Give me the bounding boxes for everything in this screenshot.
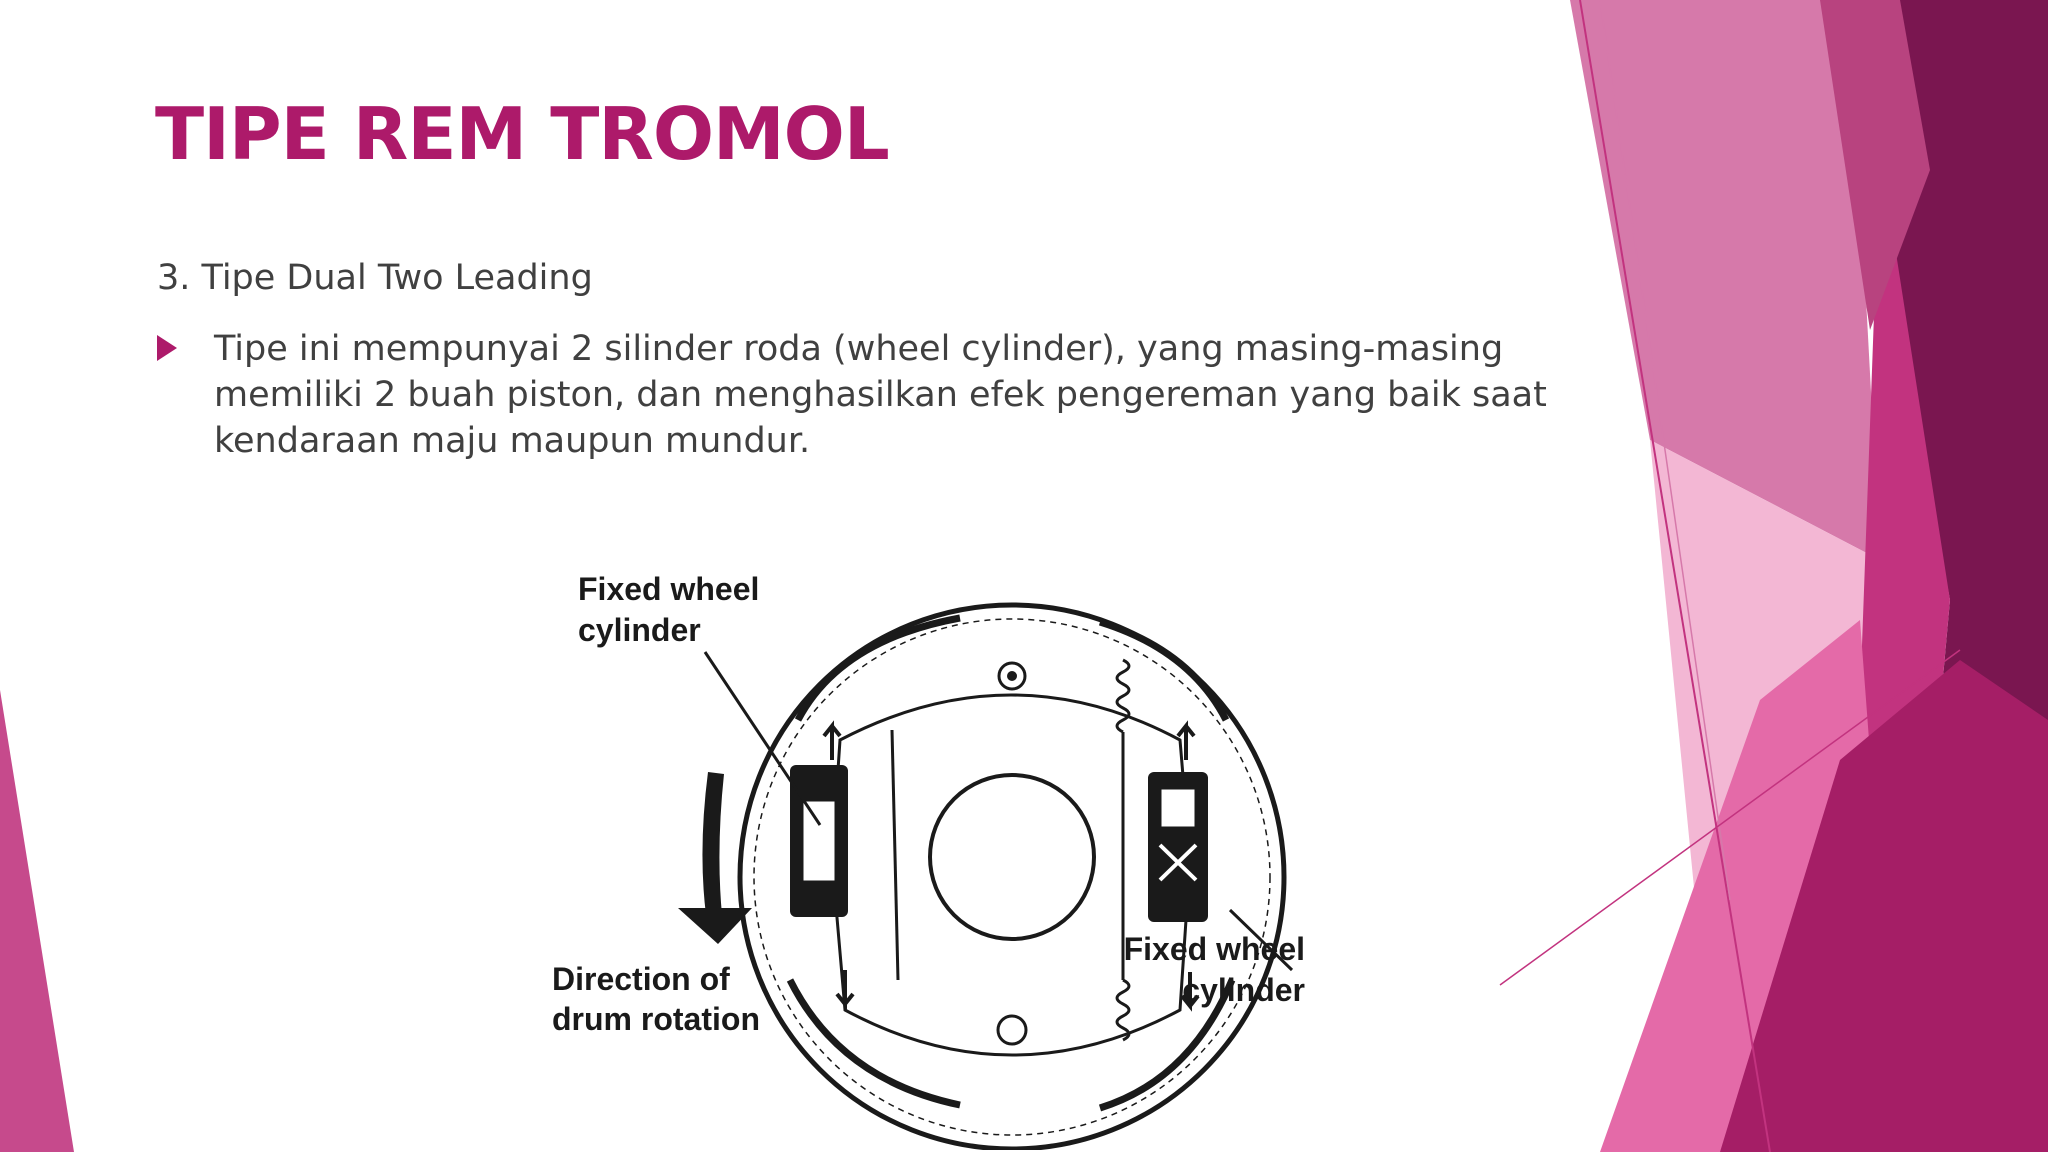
bullet-point: Tipe ini mempunyai 2 silinder roda (whee… — [157, 326, 1557, 464]
slide-title: TIPE REM TROMOL — [155, 92, 890, 176]
left-cylinder-bore — [800, 798, 838, 884]
right-top-pink-shape — [1570, 0, 1880, 560]
leader-line-left — [703, 651, 822, 826]
rotation-arrow-shaft — [702, 772, 724, 915]
accent-line-1 — [1579, 0, 1771, 1152]
top-bolt-center — [1007, 671, 1017, 681]
arrow-up-left-icon — [822, 720, 842, 760]
hub-circle — [928, 773, 1096, 941]
spring-bottom-right — [1115, 978, 1131, 1042]
accent-line-3 — [1499, 649, 1961, 986]
drum-inner-ring — [753, 618, 1271, 1136]
bullet-text: Tipe ini mempunyai 2 silinder roda (whee… — [214, 329, 1547, 461]
rotation-arrow-head-icon — [678, 908, 752, 944]
label-direction-line2: drum rotation — [552, 1001, 760, 1037]
label-direction-line1: Direction of — [552, 961, 730, 997]
right-cylinder-cross — [1158, 843, 1198, 882]
accent-line-2 — [1599, 0, 1731, 901]
shoe-top-left — [794, 614, 961, 722]
label-fixed-wheel-cylinder-right-line2: cylinder — [1182, 972, 1305, 1008]
right-cylinder-window — [1158, 786, 1198, 830]
shoe-bottom-right — [1098, 978, 1236, 1112]
bottom-bolt — [996, 1014, 1028, 1046]
label-fixed-wheel-cylinder-left-line2: cylinder — [578, 612, 701, 648]
leader-line-right — [1228, 908, 1294, 972]
left-edge-shape — [0, 690, 74, 1152]
label-fixed-wheel-cylinder-left-line1: Fixed wheel — [578, 571, 759, 607]
drum-outer-ring — [737, 602, 1287, 1150]
spring-top-right — [1115, 658, 1131, 734]
triangle-bullet-icon — [157, 335, 177, 361]
spring-rod-left — [890, 729, 900, 981]
arrow-down-right-icon — [1180, 972, 1200, 1012]
slide-subtitle: 3. Tipe Dual Two Leading — [157, 258, 593, 298]
arrow-up-right-icon — [1176, 720, 1196, 760]
arrow-down-left-icon — [835, 970, 855, 1010]
drum-brake-diagram: Fixed wheel cylinder Direction of drum r… — [552, 571, 1305, 1150]
right-top-stripe-shape — [1820, 0, 1930, 330]
shoe-top-right — [1098, 618, 1230, 722]
top-bolt — [997, 661, 1027, 691]
backing-plate — [830, 693, 1192, 1057]
shoe-bottom-left — [786, 978, 961, 1109]
right-bottom-magenta-shape — [1720, 660, 2048, 1152]
